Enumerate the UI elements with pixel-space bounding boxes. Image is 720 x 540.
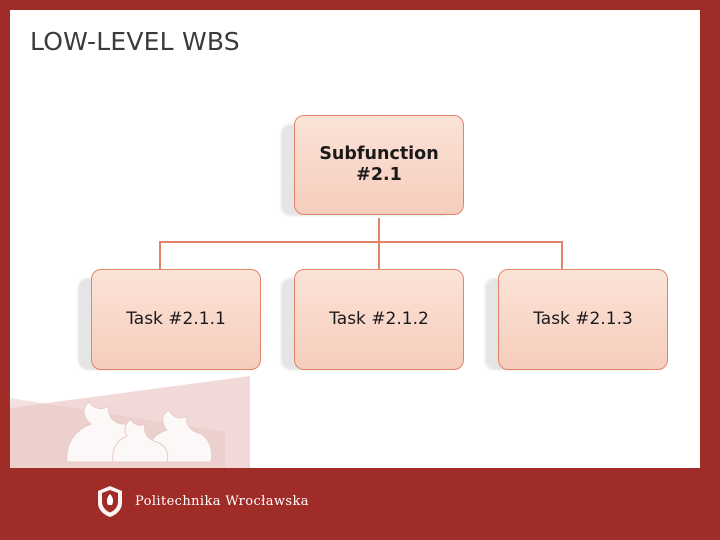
brand-logo: Politechnika Wrocławska bbox=[95, 484, 309, 518]
connector-root-down bbox=[378, 218, 380, 242]
frame-left-bar bbox=[0, 0, 10, 540]
node-subfunction-2-1[interactable]: Subfunction #2.1 bbox=[294, 115, 464, 215]
connector-task3-down bbox=[561, 241, 563, 269]
node-task2-label: Task #2.1.2 bbox=[329, 309, 429, 330]
logo-text: Politechnika Wrocławska bbox=[135, 493, 309, 509]
frame-top-bar bbox=[0, 0, 720, 10]
connector-horizontal-bus bbox=[159, 241, 562, 243]
footer-band bbox=[10, 468, 700, 530]
node-root-line2: #2.1 bbox=[356, 165, 402, 185]
frame-right-bar bbox=[700, 0, 720, 540]
node-task3-label: Task #2.1.3 bbox=[533, 309, 633, 330]
eagle-crest-icon bbox=[95, 484, 125, 518]
frame-bottom-bar bbox=[0, 530, 720, 540]
node-task1-label: Task #2.1.1 bbox=[126, 309, 226, 330]
eagle-watermark-icon bbox=[66, 401, 213, 462]
page-title: LOW-LEVEL WBS bbox=[30, 27, 240, 56]
node-root-line1: Subfunction bbox=[319, 143, 439, 164]
node-task-2-1-3[interactable]: Task #2.1.3 bbox=[498, 269, 668, 370]
node-task-2-1-1[interactable]: Task #2.1.1 bbox=[91, 269, 261, 370]
connector-task2-down bbox=[378, 241, 380, 269]
node-task-2-1-2[interactable]: Task #2.1.2 bbox=[294, 269, 464, 370]
connector-task1-down bbox=[159, 241, 161, 269]
